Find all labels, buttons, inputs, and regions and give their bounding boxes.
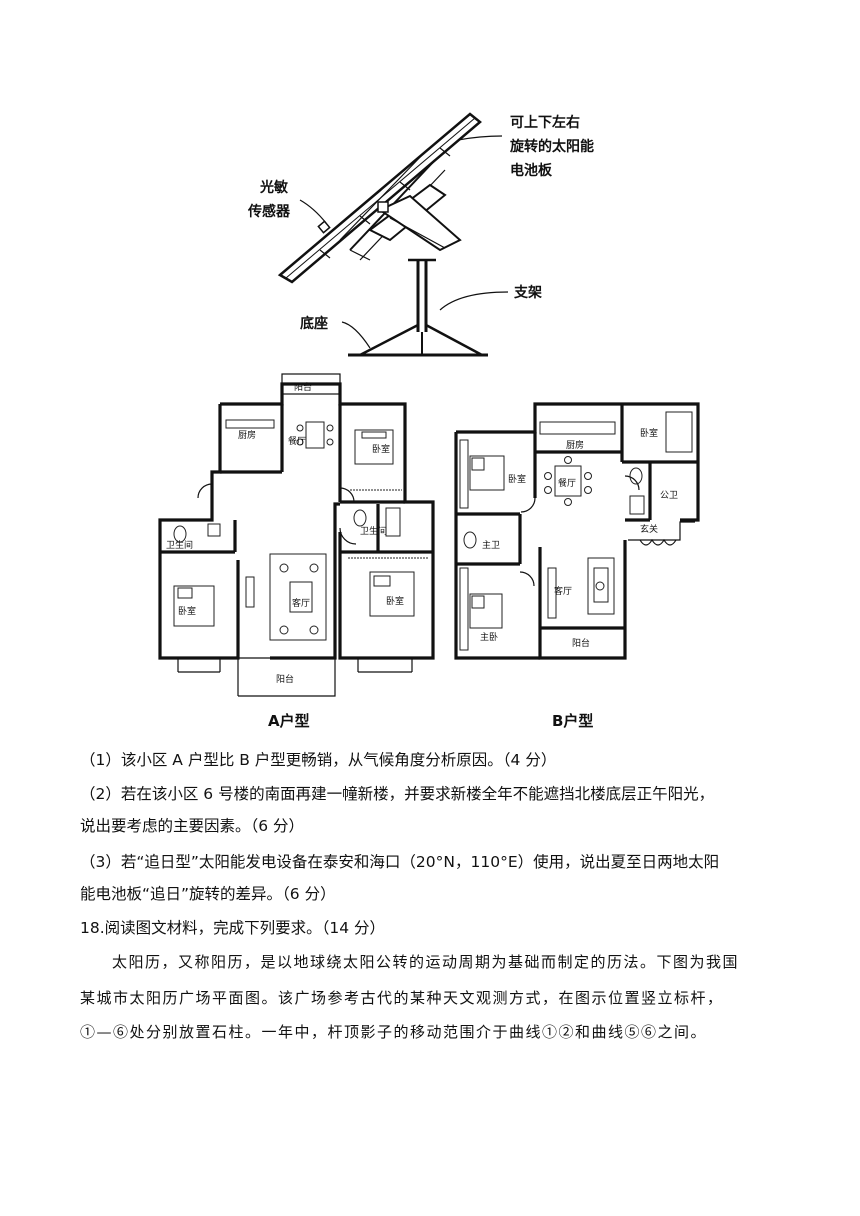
floor-plan-b: 厨房 卧室 卧室 餐厅 公卫 主卫 玄关 客厅 主卧 阳台 B户型 — [454, 402, 700, 730]
solar-panel — [277, 112, 482, 284]
light-sensor — [317, 220, 331, 234]
plan-a-bedroom-se: 卧室 — [386, 595, 404, 607]
plan-b-balcony: 阳台 — [572, 637, 590, 649]
plan-a-bedroom-w: 卧室 — [178, 605, 196, 617]
floor-plans-figure: 厨房 餐厅 阳台 卧室 卫生间 卫生间 卧室 客厅 卧室 阳台 A户型 — [158, 373, 700, 730]
base-label: 底座 — [300, 315, 328, 332]
question-3-line1: （3）若“追日型”太阳能发电设备在泰安和海口（20°N，110°E）使用，说出夏… — [80, 853, 720, 871]
rotation-mount — [368, 183, 462, 252]
question-2-line1: （2）若在该小区 6 号楼的南面再建一幢新楼，并要求新楼全年不能遮挡北楼底层正午… — [80, 785, 715, 803]
q18-paragraph-line2: 某城市太阳历广场平面图。该广场参考古代的某种天文观测方式，在图示位置竖立标杆， — [80, 989, 724, 1007]
plan-b-master-bedroom: 主卧 — [480, 631, 498, 643]
question-3-line2: 能电池板“追日”旋转的差异。（6 分） — [80, 885, 336, 903]
plan-a-caption: A户型 — [268, 712, 310, 730]
plan-b-kitchen: 厨房 — [566, 439, 584, 451]
plan-b-caption: B户型 — [552, 712, 593, 730]
plan-b-bedroom-n: 卧室 — [640, 427, 658, 439]
q18-paragraph-line3: ①—⑥处分别放置石柱。一年中，杆顶影子的移动范围介于曲线①②和曲线⑤⑥之间。 — [80, 1023, 708, 1041]
panel-label-line2: 旋转的太阳能 — [509, 138, 594, 155]
base — [348, 323, 488, 357]
sensor-label-line1: 光敏 — [259, 179, 289, 196]
stand — [408, 258, 436, 332]
floor-plan-a: 厨房 餐厅 阳台 卧室 卫生间 卫生间 卧室 客厅 卧室 阳台 A户型 — [158, 373, 435, 730]
plan-a-living: 客厅 — [292, 597, 310, 609]
plan-b-foyer: 玄关 — [640, 523, 658, 535]
question-2-line2: 说出要考虑的主要因素。（6 分） — [80, 817, 305, 835]
q18-paragraph-line1: 太阳历，又称阳历，是以地球绕太阳公转的运动周期为基础而制定的历法。下图为我国 — [112, 953, 740, 971]
plan-a-bedroom-ne: 卧室 — [372, 443, 390, 455]
plan-b-bedroom-w: 卧室 — [508, 473, 526, 485]
plan-a-dining: 餐厅 — [288, 435, 306, 447]
panel-label-line3: 电池板 — [510, 162, 553, 179]
sensor-label-line2: 传感器 — [247, 203, 291, 220]
question-1: （1）该小区 A 户型比 B 户型更畅销，从气候角度分析原因。（4 分） — [80, 751, 557, 769]
stand-label: 支架 — [513, 284, 542, 301]
plan-a-bathroom-w: 卫生间 — [166, 539, 193, 551]
panel-label-line1: 可上下左右 — [510, 114, 580, 131]
plan-a-balcony-bottom: 阳台 — [276, 673, 294, 685]
plan-a-kitchen: 厨房 — [238, 429, 256, 441]
solar-tracker-figure: 可上下左右 旋转的太阳能 电池板 光敏 传感器 支架 底座 — [247, 112, 594, 357]
question-18-heading: 18.阅读图文材料，完成下列要求。（14 分） — [80, 919, 386, 937]
plan-b-public-bath: 公卫 — [660, 490, 678, 501]
plan-a-bathroom-e: 卫生间 — [360, 525, 387, 537]
plan-b-dining: 餐厅 — [558, 477, 576, 489]
plan-b-master-bath: 主卫 — [482, 539, 500, 551]
plan-b-living: 客厅 — [554, 585, 572, 597]
plan-a-balcony-top: 阳台 — [294, 381, 312, 393]
